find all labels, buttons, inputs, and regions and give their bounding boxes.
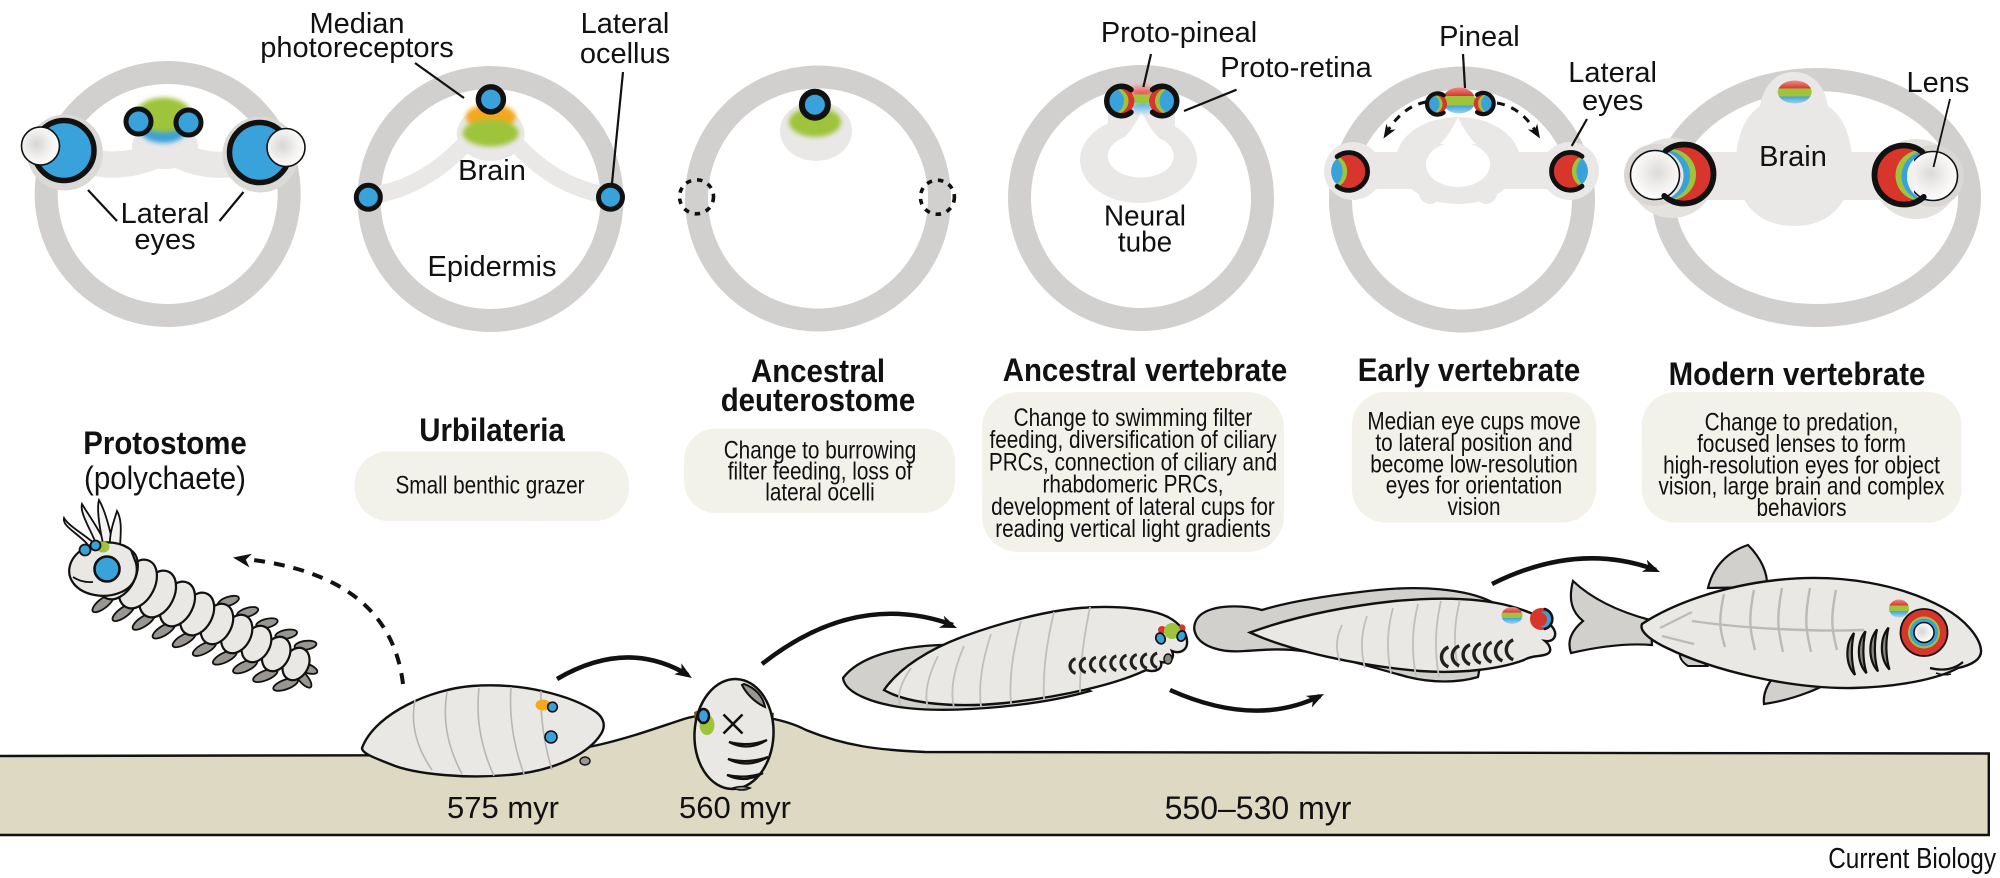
svg-text:Change to burrowing: Change to burrowing [724,436,917,464]
svg-text:eyes for orientation: eyes for orientation [1386,471,1562,499]
svg-text:Proto-retina: Proto-retina [1220,52,1372,84]
svg-text:Small benthic grazer: Small benthic grazer [395,471,584,499]
svg-text:Pineal: Pineal [1439,21,1520,53]
svg-text:Lateral: Lateral [1568,57,1657,89]
svg-text:560 myr: 560 myr [679,790,791,825]
svg-text:Proto-pineal: Proto-pineal [1101,17,1257,49]
svg-text:tube: tube [1118,226,1172,259]
svg-text:deuterostome: deuterostome [721,382,916,418]
svg-text:(polychaete): (polychaete) [84,460,246,496]
svg-text:Change to swimming filter: Change to swimming filter [1014,403,1253,431]
svg-text:eyes: eyes [134,224,195,256]
svg-text:high-resolution eyes for objec: high-resolution eyes for object [1663,450,1940,478]
svg-text:photoreceptors: photoreceptors [260,32,453,64]
svg-text:vision: vision [1447,492,1500,520]
svg-text:eyes: eyes [1582,85,1643,117]
svg-text:development of lateral cups fo: development of lateral cups for [991,492,1275,520]
svg-text:reading vertical light gradien: reading vertical light gradients [995,514,1271,542]
svg-text:feeding, diversification of ci: feeding, diversification of ciliary [989,425,1277,453]
svg-text:Brain: Brain [458,155,526,187]
svg-text:Median eye cups move: Median eye cups move [1367,407,1580,435]
svg-text:Protostome: Protostome [83,425,247,461]
svg-text:to lateral position and: to lateral position and [1375,428,1572,456]
svg-text:Urbilateria: Urbilateria [419,412,565,448]
svg-text:lateral ocelli: lateral ocelli [765,478,875,506]
svg-text:Current Biology: Current Biology [1828,842,1996,874]
svg-text:Modern vertebrate: Modern vertebrate [1669,356,1926,392]
svg-text:ocellus: ocellus [580,38,670,70]
svg-text:Lateral: Lateral [581,8,670,40]
svg-text:Neural: Neural [1104,200,1186,233]
svg-text:Early vertebrate: Early vertebrate [1358,352,1580,388]
svg-text:575 myr: 575 myr [447,790,559,825]
svg-text:Lateral: Lateral [121,198,210,230]
svg-text:rhabdomeric PRCs,: rhabdomeric PRCs, [1042,470,1223,498]
svg-text:filter feeding, loss of: filter feeding, loss of [728,457,913,485]
svg-text:vision, large brain and comple: vision, large brain and complex [1659,472,1945,500]
svg-text:Lens: Lens [1906,67,1969,99]
svg-text:Epidermis: Epidermis [428,251,557,283]
svg-text:Ancestral: Ancestral [751,353,885,389]
svg-text:PRCs, connection of ciliary an: PRCs, connection of ciliary and [989,448,1277,476]
svg-text:Change to predation,: Change to predation, [1705,408,1899,436]
svg-text:focused lenses to form: focused lenses to form [1697,429,1906,457]
svg-text:550–530 myr: 550–530 myr [1165,790,1352,826]
svg-text:Ancestral vertebrate: Ancestral vertebrate [1003,352,1288,388]
svg-text:Median: Median [309,8,404,40]
svg-text:Brain: Brain [1759,141,1827,173]
svg-text:behaviors: behaviors [1757,493,1847,521]
svg-text:become low-resolution: become low-resolution [1370,449,1578,477]
